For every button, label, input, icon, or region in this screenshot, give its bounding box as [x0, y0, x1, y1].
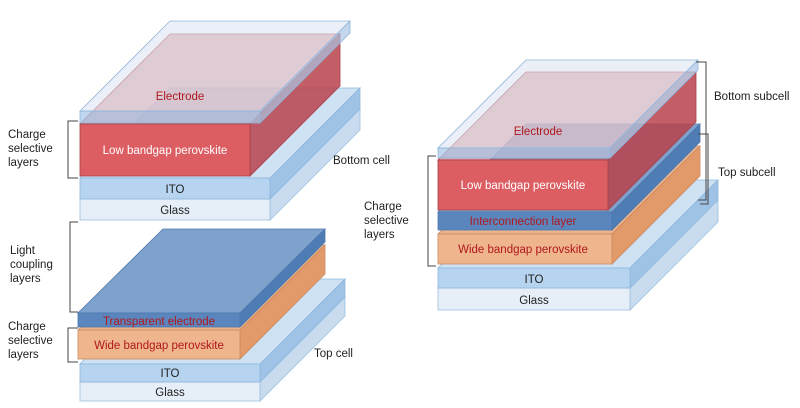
left-electrode-layer — [79, 20, 351, 124]
left-glass-bottom-label: Glass — [155, 387, 185, 399]
bottom-cell-label: Bottom cell — [333, 155, 390, 167]
right-tandem-stack — [437, 59, 719, 311]
right-electrode-label: Electrode — [514, 126, 563, 138]
left-electrode-label: Electrode — [156, 91, 205, 103]
right-wide-bandgap-label: Wide bandgap perovskite — [458, 244, 588, 256]
left-glass-top-label: Glass — [160, 205, 190, 217]
right-ito-label: ITO — [525, 274, 544, 286]
light-coupling-label: Light coupling layers — [10, 245, 56, 285]
charge-selective-right-label: Charge selective layers — [364, 201, 412, 241]
charge-selective-bottom-label: Charge selective layers — [8, 321, 56, 361]
left-top-cell-stack — [77, 228, 346, 402]
labels: Electrode Low bandgap perovskite ITO Gla… — [8, 91, 789, 399]
right-electrode-layer — [437, 59, 699, 159]
bracket-charge-selective-right — [427, 155, 436, 267]
interconnection-label: Interconnection layer — [470, 216, 577, 228]
bracket-top-subcell — [698, 133, 709, 205]
charge-selective-top-label: Charge selective layers — [8, 129, 56, 169]
right-low-bandgap-label: Low bandgap perovskite — [461, 180, 586, 192]
transparent-electrode-label: Transparent electrode — [103, 316, 215, 328]
right-glass-label: Glass — [519, 295, 549, 307]
left-bottom-cell-stack — [79, 20, 361, 221]
bracket-charge-selective-bottom — [67, 327, 78, 363]
left-ito-top-label: ITO — [166, 184, 185, 196]
bracket-light-coupling — [69, 221, 78, 313]
left-low-bandgap-label: Low bandgap perovskite — [103, 145, 228, 157]
bracket-charge-selective-top — [67, 120, 78, 179]
bottom-subcell-label: Bottom subcell — [714, 91, 789, 103]
bracket-bottom-subcell — [696, 61, 707, 201]
left-wide-bandgap-label: Wide bandgap perovskite — [94, 340, 224, 352]
brackets — [67, 61, 709, 363]
top-cell-label: Top cell — [314, 348, 353, 360]
left-ito-bottom-label: ITO — [161, 368, 180, 380]
top-subcell-label: Top subcell — [718, 167, 776, 179]
left-transparent-electrode-layer — [77, 228, 326, 328]
